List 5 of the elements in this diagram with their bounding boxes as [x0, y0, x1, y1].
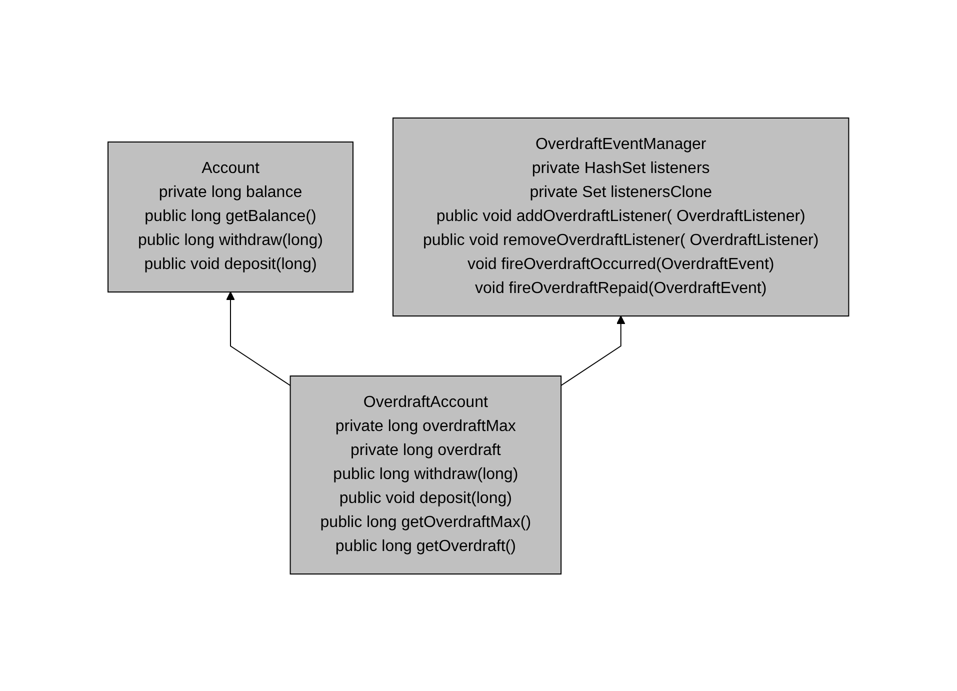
node-box: Account private long balance public long getBalance() public long withdraw(long) public void deposit(long) [108, 141, 354, 292]
node-box: OverdraftEventManager private HashSet listeners private Set listenersClone public void addOverdraftListener( OverdraftListener) public void removeOverdraftListener( OverdraftListener) void fireOverdraftOccurred(OverdraftEvent) void fireOverdraftRepaid(OverdraftEvent) [392, 117, 850, 316]
arrow [560, 315, 626, 386]
arrow [226, 291, 291, 386]
node-box: OverdraftAccount private long overdraftMax private long overdraft public long withdraw(long) public void deposit(long) public long getOverdraftMax() public long getOverdraft() [290, 375, 562, 574]
